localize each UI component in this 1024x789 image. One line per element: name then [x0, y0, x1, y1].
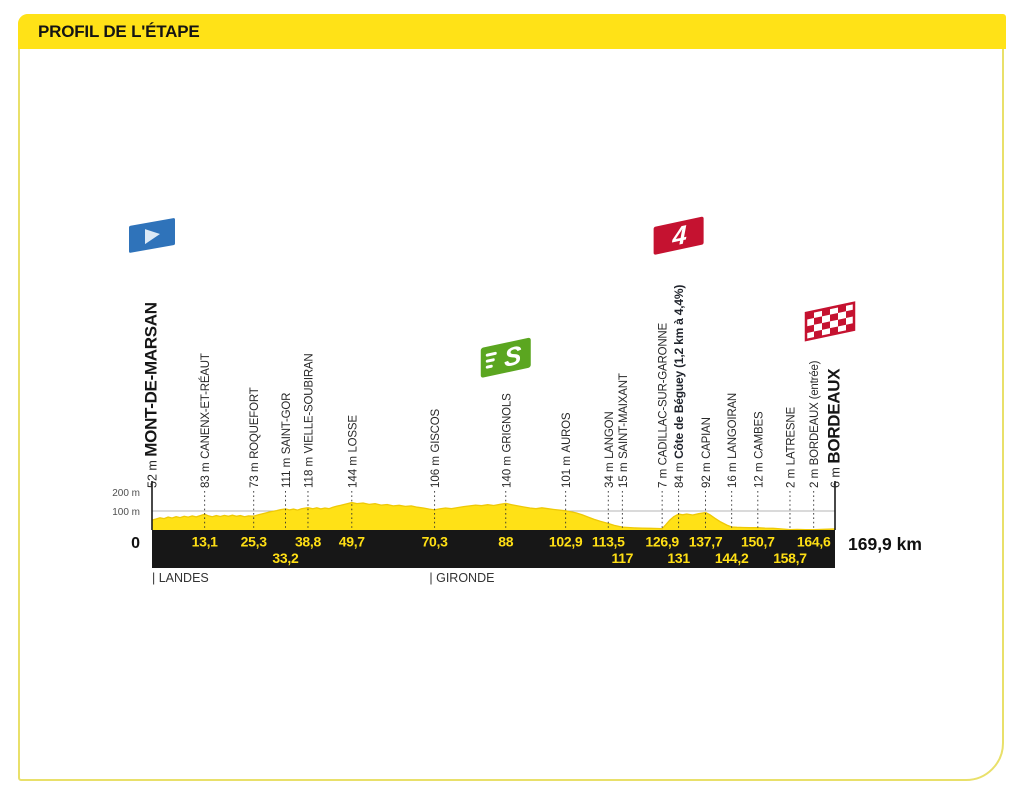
wp-17-km-label: 164,6 — [797, 534, 831, 550]
wp-12-km-label: 131 — [667, 550, 690, 566]
wp-7-label: 140 mGRIGNOLS — [501, 393, 513, 488]
wp-10-km-label: 117 — [611, 550, 633, 566]
distance-bar — [152, 530, 835, 568]
wp-0-label: 52 mMONT-DE-MARSAN — [142, 302, 161, 488]
total-distance-label: 169,9 km — [848, 534, 922, 554]
wp-17-label: 2 mBORDEAUX (entrée) — [809, 360, 821, 488]
wp-5-label: 144 mLOSSE — [347, 415, 359, 488]
icons-layer: S4 — [129, 216, 856, 378]
waypoint-labels-layer: 52 mMONT-DE-MARSAN 83 mCANENX-ET-RÉAUT 73 … — [142, 285, 844, 488]
wp-15-km-label: 150,7 — [741, 534, 775, 550]
origin-km-label: 0 — [131, 535, 140, 552]
svg-text:4: 4 — [671, 219, 687, 252]
elevation-edge — [151, 501, 836, 531]
wp-13-label: 92 mCAPIAN — [701, 417, 713, 488]
wp-4-label: 118 mVIELLE-SOUBIRAN — [303, 353, 315, 488]
wp-7-km-label: 88 — [498, 534, 513, 550]
sprint-icon: S — [480, 337, 531, 378]
wp-16-km-label: 158,7 — [773, 550, 807, 566]
wp-12-label: 84 mCôte de Béguey (1,2 km à 4,4%) — [672, 285, 686, 488]
wp-6-label: 106 mGISCOS — [430, 408, 442, 488]
wp-2-km-label: 25,3 — [241, 534, 268, 550]
wp-13-km-label: 137,7 — [689, 534, 723, 550]
wp-1-km-label: 13,1 — [192, 534, 219, 550]
wp-9-km-label: 113,5 — [592, 534, 625, 550]
wp-6-km-label: 70,3 — [422, 534, 449, 550]
region-label-0: | LANDES — [152, 571, 209, 585]
finish-flag-icon — [804, 301, 856, 342]
wp-11-km-label: 126,9 — [645, 534, 679, 550]
wp-11-label: 7 mCADILLAC-SUR-GARONNE — [658, 322, 670, 488]
header-bar: PROFIL DE L'ÉTAPE — [18, 14, 1006, 49]
wp-1-label: 83 mCANENX-ET-RÉAUT — [199, 353, 212, 488]
wp-16-label: 2 mLATRESNE — [785, 407, 797, 488]
wp-2-label: 73 mROQUEFORT — [249, 387, 261, 488]
wp-9-label: 34 mLANGON — [604, 412, 616, 488]
wp-10-label: 15 mSAINT-MAIXANT — [618, 373, 630, 488]
wp-14-km-label: 144,2 — [715, 550, 749, 566]
region-label-1: | GIRONDE — [429, 571, 494, 585]
wp-5-km-label: 49,7 — [339, 534, 366, 550]
wp-4-km-label: 38,8 — [295, 534, 322, 550]
page-title: PROFIL DE L'ÉTAPE — [38, 21, 200, 41]
wp-3-label: 111 mSAINT-GOR — [281, 393, 293, 488]
wp-15-label: 12 mCAMBES — [753, 411, 765, 488]
elevation-area-layer — [151, 501, 836, 531]
elevation-area — [152, 502, 835, 530]
svg-text:S: S — [504, 340, 522, 373]
profile-card: PROFIL DE L'ÉTAPE — [18, 14, 1006, 781]
yaxis-100m-label: 100 m — [112, 507, 140, 518]
wp-14-label: 16 mLANGOIRAN — [727, 393, 739, 488]
yaxis-200m-label: 200 m — [112, 488, 140, 499]
start-flag-icon — [129, 218, 175, 253]
wp-18-label: 6 mBORDEAUX — [825, 368, 844, 488]
wp-8-label: 101 mAUROS — [561, 412, 573, 488]
wp-8-km-label: 102,9 — [549, 534, 583, 550]
category-4-climb-icon: 4 — [653, 216, 704, 255]
wp-3-km-label: 33,2 — [272, 550, 299, 566]
